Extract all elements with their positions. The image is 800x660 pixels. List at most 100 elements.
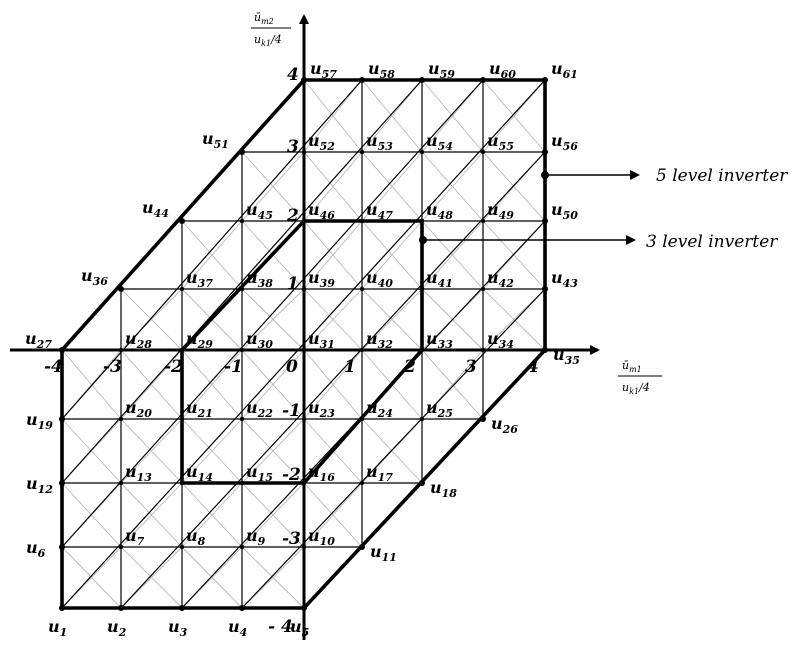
cell-diagonal [61, 418, 122, 484]
vector-label: u44 [142, 198, 169, 220]
cell-diagonal [421, 79, 484, 153]
x-tick-label: 0 [286, 357, 298, 377]
vector-node [59, 480, 65, 486]
cell-diagonal [421, 349, 484, 420]
legend-5-level: 5 level inverter [541, 166, 788, 186]
cell-diagonal [421, 220, 484, 290]
vector-node [59, 416, 65, 422]
vector-label: u22 [246, 398, 273, 420]
cell-diagonal [361, 418, 423, 484]
vector-node [359, 347, 365, 353]
vector-node [419, 347, 425, 353]
cell-diagonal [120, 418, 183, 484]
vector-node [542, 286, 548, 292]
vector-label: u42 [487, 268, 514, 290]
vector-node [118, 605, 124, 611]
vector-node [480, 286, 486, 292]
cell-diagonal [181, 482, 243, 548]
cell-diagonal [241, 151, 305, 222]
x-tick-label: 4 [527, 357, 539, 377]
vector-node [419, 416, 425, 422]
vector-node [542, 77, 548, 83]
vector-nodes [59, 77, 548, 611]
cell-diagonal [181, 220, 243, 290]
vector-node [301, 416, 307, 422]
vector-node [239, 347, 245, 353]
vector-label: u31 [308, 329, 335, 351]
vector-node [419, 77, 425, 83]
vector-node [359, 218, 365, 224]
cell-diagonal [61, 349, 122, 420]
y-tick-label: -1 [282, 401, 301, 421]
cell-diagonal [482, 79, 546, 153]
cell-diagonal [303, 349, 363, 420]
vector-node [179, 544, 185, 550]
vector-node [118, 286, 124, 292]
y-tick-label: 4 [287, 65, 299, 85]
cell-diagonal [241, 349, 305, 420]
y-tick-label: -3 [282, 529, 301, 549]
vector-label: u50 [551, 200, 578, 222]
y-tick-label: 2 [286, 206, 299, 226]
grid-line-slanted [241, 288, 546, 609]
cell-diagonal [120, 546, 183, 609]
y-tick-label: 3 [287, 137, 299, 157]
vector-label: u24 [366, 398, 393, 420]
vector-node [59, 544, 65, 550]
cell-diagonal [482, 288, 546, 351]
vector-node [239, 416, 245, 422]
cell-diagonal [120, 482, 183, 548]
cell-diagonal [241, 288, 305, 351]
vector-node [480, 149, 486, 155]
vector-node [480, 218, 486, 224]
vector-node [542, 218, 548, 224]
cell-diagonal [361, 151, 423, 222]
x-tick-label: 3 [465, 357, 477, 377]
vector-label: u28 [125, 329, 152, 351]
vector-label: u26 [491, 414, 518, 436]
vector-node [59, 605, 65, 611]
vector-label: u39 [308, 268, 335, 290]
vector-node [239, 149, 245, 155]
svg-text:uk1/4: uk1/4 [254, 33, 282, 48]
y-axis-title: ūm2 uk1/4 [251, 11, 291, 48]
vector-node [118, 544, 124, 550]
vector-label: u48 [426, 200, 453, 222]
vector-node [118, 416, 124, 422]
vector-label: u11 [370, 542, 397, 564]
vector-node [59, 347, 65, 353]
vector-label: u3 [168, 617, 188, 639]
cell-diagonal [361, 79, 423, 153]
svg-text:5 level inverter: 5 level inverter [656, 166, 788, 186]
vector-label: u35 [553, 345, 580, 367]
vector-node [301, 544, 307, 550]
vector-label: u10 [308, 526, 335, 548]
vector-node [301, 605, 307, 611]
cell-diagonal [241, 482, 305, 548]
vector-label: u7 [125, 526, 145, 548]
cell-diagonal [303, 288, 363, 351]
cell-diagonal [361, 220, 423, 290]
vector-node [301, 480, 307, 486]
vector-label: u57 [310, 59, 337, 81]
vector-label: u41 [426, 268, 453, 290]
vector-label: u18 [430, 478, 457, 500]
vector-node [239, 286, 245, 292]
vector-node [419, 218, 425, 224]
vector-node [542, 347, 548, 353]
vector-label: u37 [186, 268, 213, 290]
vector-label: u55 [487, 131, 514, 153]
legend-3-level: 3 level inverter [419, 232, 778, 252]
vector-node [179, 218, 185, 224]
vector-node [480, 416, 486, 422]
vector-label: u60 [489, 59, 516, 81]
y-tick-label: -2 [282, 465, 301, 485]
vector-label: u34 [487, 329, 514, 351]
vector-node [480, 347, 486, 353]
cell-diagonal [303, 482, 363, 548]
vector-label: u38 [246, 268, 273, 290]
vector-label: u16 [308, 462, 335, 484]
x-tick-label: -4 [44, 357, 63, 377]
x-tick-label: -2 [164, 357, 183, 377]
